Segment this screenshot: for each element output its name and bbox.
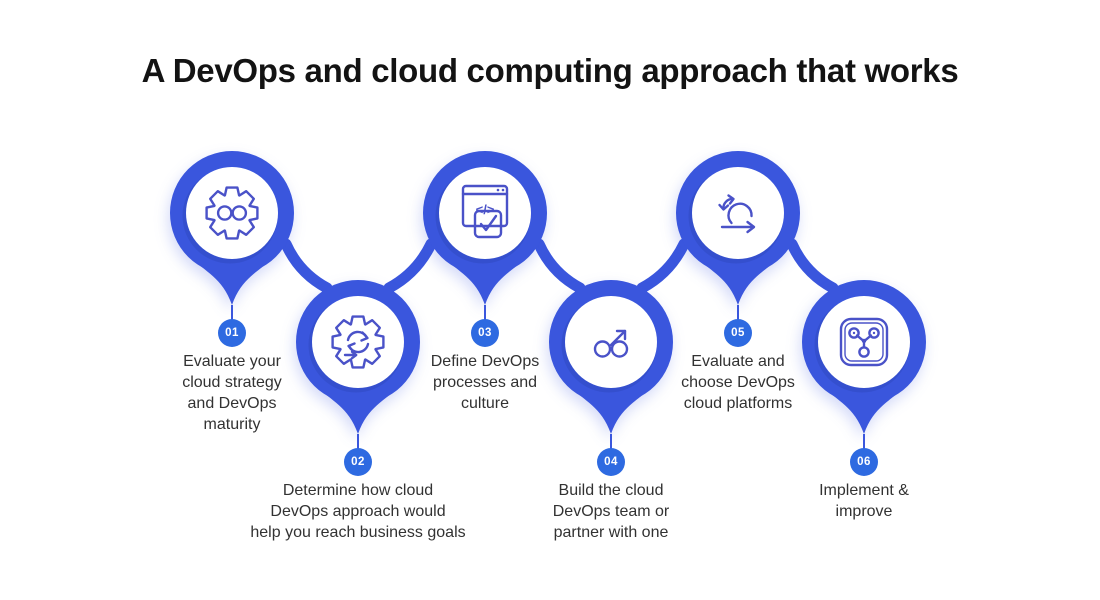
process-cycle-gear-icon bbox=[331, 315, 385, 369]
step-number-badge: 05 bbox=[724, 319, 752, 347]
step-number-badge: 02 bbox=[344, 448, 372, 476]
step-number-badge: 04 bbox=[597, 448, 625, 476]
step-pin-3: </> 03 Define DevOps processes and cultu… bbox=[415, 143, 555, 463]
step-number-badge: 06 bbox=[850, 448, 878, 476]
pin-stem bbox=[357, 434, 359, 449]
pin-stem bbox=[231, 305, 233, 320]
pin-stem bbox=[610, 434, 612, 449]
map-pin-marker: </> bbox=[423, 151, 547, 305]
step-label: Build the cloud DevOps team or partner w… bbox=[552, 482, 670, 541]
connector-1-2 bbox=[280, 238, 333, 294]
connector-4-5 bbox=[636, 238, 690, 294]
step-label: Evaluate your cloud strategy and DevOps … bbox=[182, 353, 282, 433]
connector-3-4 bbox=[533, 238, 586, 294]
map-pin-marker bbox=[296, 280, 420, 434]
step-label: Implement & improve bbox=[819, 482, 909, 520]
step-label: Define DevOps processes and culture bbox=[430, 353, 540, 412]
step-label: Evaluate and choose DevOps cloud platfor… bbox=[681, 353, 795, 412]
agile-sprint-icon bbox=[718, 194, 756, 234]
pin-stem bbox=[737, 305, 739, 320]
connector-5-6 bbox=[786, 238, 839, 294]
network-nodes-icon bbox=[839, 317, 889, 367]
map-pin-marker bbox=[170, 151, 294, 305]
step-pin-4: 04 Build the cloud DevOps team or partne… bbox=[541, 272, 681, 592]
devops-infinity-gear-icon bbox=[205, 186, 259, 240]
step-pin-2: 02 Determine how cloud DevOps approach w… bbox=[250, 272, 466, 592]
step-number-badge: 03 bbox=[471, 319, 499, 347]
step-pin-5: 05 Evaluate and choose DevOps cloud plat… bbox=[668, 143, 808, 463]
step-pin-1: 01 Evaluate your cloud strategy and DevO… bbox=[162, 143, 302, 463]
page-title: A DevOps and cloud computing approach th… bbox=[141, 52, 959, 89]
step-pin-6: 06 Implement & improve bbox=[794, 272, 934, 592]
connector-2-3 bbox=[383, 238, 437, 294]
map-pin-marker bbox=[549, 280, 673, 434]
pin-stem bbox=[484, 305, 486, 320]
infinity-growth-arrow-icon bbox=[593, 329, 629, 358]
map-pin-marker bbox=[802, 280, 926, 434]
code-window-check-icon: </> bbox=[461, 184, 509, 239]
map-pin-marker bbox=[676, 151, 800, 305]
step-number-badge: 01 bbox=[218, 319, 246, 347]
pin-stem bbox=[863, 434, 865, 449]
code-glyph: </> bbox=[476, 202, 495, 217]
step-label: Determine how cloud DevOps approach woul… bbox=[250, 482, 466, 541]
